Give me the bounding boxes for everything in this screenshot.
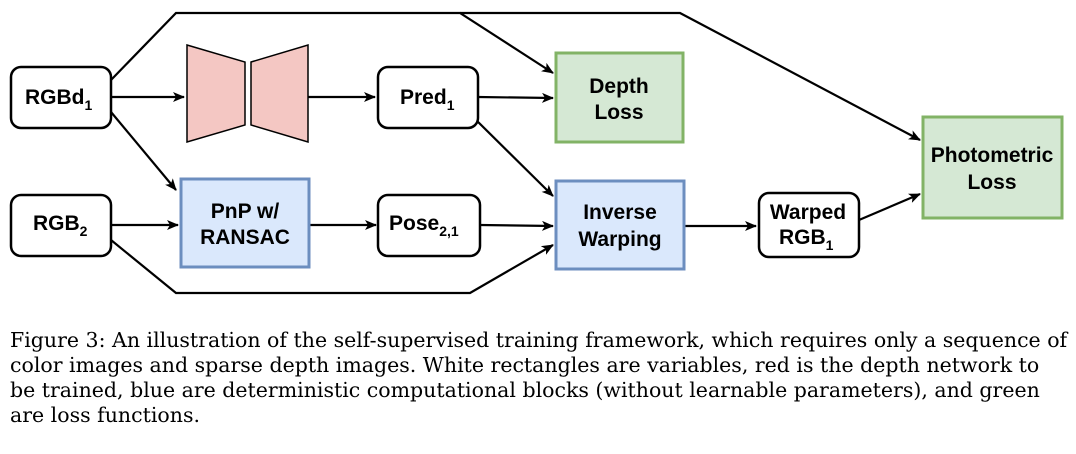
warped-rgb1-line2-sub: 1 [826,237,834,253]
depth-loss-line2: Loss [594,101,643,124]
warped-rgb1-line2-main: RGB [779,226,826,249]
pose21-sub: 2,1 [439,223,459,239]
decoder-trapezoid [250,43,309,144]
pred1-sub: 1 [447,97,455,113]
framework-diagram: RGBd1 RGB2 Pred1 Pose2,1 PnP w/ RANSAC D… [9,11,1064,295]
rgb2-sub: 2 [80,223,88,239]
rgbd1-main: RGBd [25,86,85,109]
node-pred1: Pred1 [376,65,480,130]
edge-rgbd1-to-photometric-loss [460,11,921,141]
node-depth-loss: Depth Loss [554,51,685,144]
edge-rgbd1-to-depth-loss [110,11,554,81]
edges [110,11,921,295]
pred1-main: Pred [400,86,447,109]
edge-rgb2-to-warping [110,239,554,295]
edge-pred1-to-depth-loss [477,92,554,103]
figure-caption: Figure 3: An illustration of the self-su… [10,328,1068,427]
rgb2-main: RGB [33,212,80,235]
encoder-trapezoid [186,43,246,144]
node-inverse-warping: Inverse Warping [554,179,686,271]
edge-pred1-to-warping [469,113,554,197]
svg-text:RGB1: RGB1 [779,226,834,253]
photometric-loss-line2: Loss [967,171,1016,194]
pnp-line1: PnP w/ [211,200,280,223]
svg-text:RGB2: RGB2 [33,212,88,239]
node-warped-rgb1: Warped RGB1 [757,191,861,259]
svg-text:Pose2,1: Pose2,1 [389,212,459,239]
edge-warped-to-photometric [858,192,921,222]
edge-pose-to-warping [479,220,554,231]
node-pose21: Pose2,1 [376,193,482,258]
depth-network [186,43,309,144]
photometric-loss-line1: Photometric [931,144,1054,167]
inverse-warping-line1: Inverse [583,201,657,224]
rgbd1-sub: 1 [85,97,93,113]
node-rgb2: RGB2 [9,193,113,258]
warped-rgb1-line1: Warped [770,201,846,224]
depth-loss-line1: Depth [589,75,649,98]
svg-text:RGBd1: RGBd1 [25,86,93,113]
node-pnp-ransac: PnP w/ RANSAC [179,177,311,269]
svg-text:Pred1: Pred1 [400,86,455,113]
pnp-line2: RANSAC [200,226,290,249]
pose21-main: Pose [389,212,439,235]
node-rgbd1: RGBd1 [9,65,113,130]
inverse-warping-line2: Warping [578,228,661,251]
node-photometric-loss: Photometric Loss [921,115,1064,220]
edge-rgbd1-to-pnp [110,111,177,191]
